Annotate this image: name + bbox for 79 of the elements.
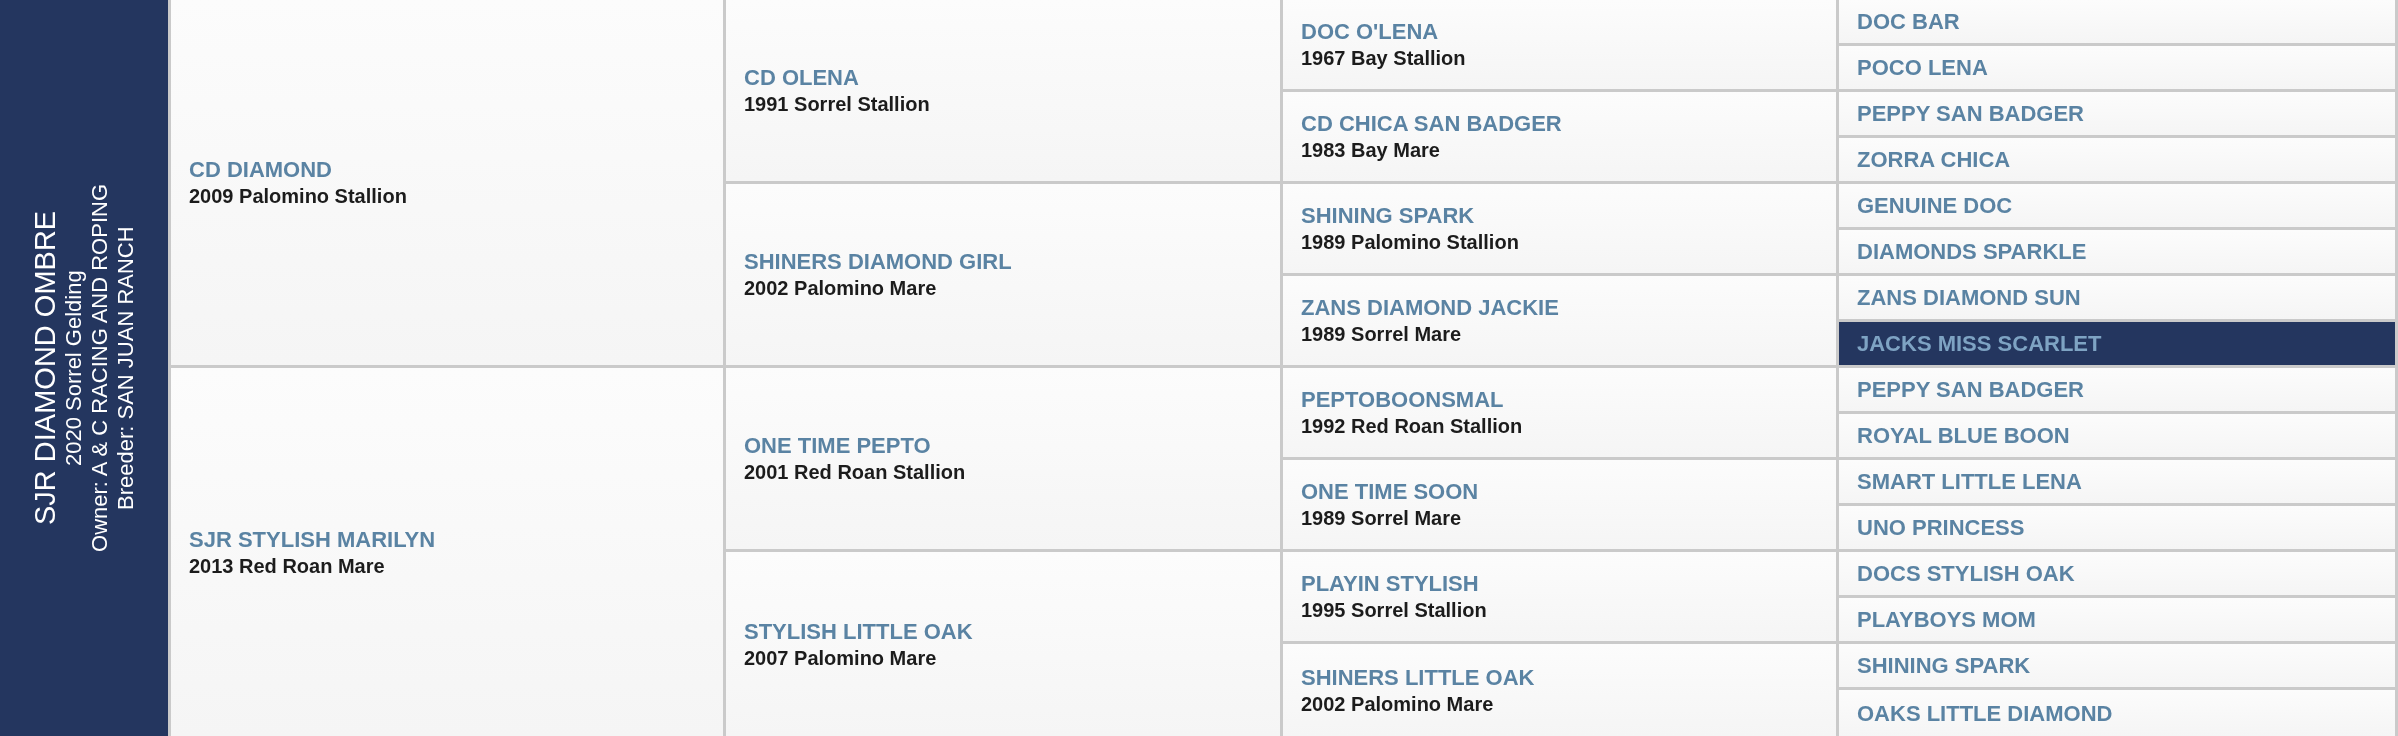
pedigree-cell	[1283, 92, 1839, 184]
horse-details: 2009 Palomino Stallion	[189, 184, 407, 209]
horse-name: SMART LITTLE LENA	[1857, 468, 2082, 495]
horse-details: 2002 Palomino Mare	[744, 276, 937, 301]
horse-details: 1983 Bay Mare	[1301, 138, 1440, 163]
pedigree-cell	[1283, 0, 1839, 92]
pedigree-cell	[1283, 460, 1839, 552]
horse-name: DOC O'LENA	[1301, 18, 1439, 45]
pedigree-cell	[1283, 184, 1839, 276]
pedigree-cell	[1839, 598, 2398, 644]
pedigree-cell	[1839, 138, 2398, 184]
pedigree-cell	[1839, 276, 2398, 322]
horse-details: 1991 Sorrel Stallion	[744, 92, 930, 117]
horse-details: 2013 Red Roan Mare	[189, 553, 385, 579]
horse-name: SJR STYLISH MARILYN	[189, 525, 436, 553]
breeder-line: Breeder: SAN JUAN RANCH	[113, 226, 139, 510]
horse-name: SJR DIAMOND OMBRE	[29, 210, 61, 526]
pedigree-cell	[1839, 690, 2398, 736]
horse-name: UNO PRINCESS	[1857, 514, 2025, 541]
pedigree-cell	[726, 552, 1283, 736]
horse-name: DOCS STYLISH OAK	[1857, 560, 2075, 587]
horse-name: ROYAL BLUE BOON	[1857, 422, 2070, 449]
pedigree-cell	[1839, 92, 2398, 138]
highlighted-pedigree-cell	[1839, 322, 2398, 368]
subject-panel	[0, 0, 171, 736]
horse-name: CD DIAMOND	[189, 156, 332, 183]
pedigree-cell	[1283, 552, 1839, 644]
pedigree-cell	[1283, 276, 1839, 368]
pedigree-cell	[171, 368, 726, 736]
horse-name: OAKS LITTLE DIAMOND	[1857, 699, 2113, 727]
horse-details: 1967 Bay Stallion	[1301, 46, 1466, 71]
pedigree-cell	[726, 0, 1283, 184]
horse-name: STYLISH LITTLE OAK	[744, 617, 973, 645]
horse-details: 1989 Sorrel Mare	[1301, 322, 1462, 347]
horse-name: ZANS DIAMOND SUN	[1857, 284, 2081, 311]
pedigree-cell	[1283, 644, 1839, 736]
owner-line: Owner: A & C RACING AND ROPING	[87, 184, 113, 552]
pedigree-cell	[1839, 506, 2398, 552]
horse-name: SHINERS LITTLE OAK	[1301, 663, 1535, 691]
horse-details: 2007 Palomino Mare	[744, 645, 937, 671]
pedigree-cell	[1839, 184, 2398, 230]
horse-details: 1992 Red Roan Stallion	[1301, 414, 1523, 439]
horse-name: GENUINE DOC	[1857, 192, 2013, 219]
horse-name: ZORRA CHICA	[1857, 146, 2011, 173]
pedigree-cell	[1839, 460, 2398, 506]
horse-details: 2002 Palomino Mare	[1301, 691, 1494, 717]
horse-details: 2020 Sorrel Gelding	[61, 270, 87, 466]
horse-name: ONE TIME SOON	[1301, 478, 1479, 505]
horse-name: PLAYIN STYLISH	[1301, 570, 1479, 597]
horse-name: CD CHICA SAN BADGER	[1301, 110, 1562, 137]
pedigree-cell	[1839, 230, 2398, 276]
horse-name: ONE TIME PEPTO	[744, 432, 931, 459]
pedigree-cell	[726, 184, 1283, 368]
horse-name: SHINING SPARK	[1857, 652, 2031, 679]
horse-name: DOC BAR	[1857, 8, 1960, 35]
pedigree-cell	[1839, 644, 2398, 690]
horse-details: 1989 Sorrel Mare	[1301, 506, 1462, 531]
horse-name: SHINERS DIAMOND GIRL	[744, 248, 1012, 275]
pedigree-cell	[171, 0, 726, 368]
horse-details: 1995 Sorrel Stallion	[1301, 598, 1487, 623]
pedigree-cell	[1839, 368, 2398, 414]
pedigree-cell	[726, 368, 1283, 552]
pedigree-cell	[1839, 0, 2398, 46]
horse-name: CD OLENA	[744, 64, 859, 91]
pedigree-cell	[1283, 368, 1839, 460]
horse-name: DIAMONDS SPARKLE	[1857, 238, 2087, 265]
pedigree-cell	[1839, 414, 2398, 460]
horse-name: PEPPY SAN BADGER	[1857, 376, 2084, 403]
horse-details: 2001 Red Roan Stallion	[744, 460, 966, 485]
horse-name: PLAYBOYS MOM	[1857, 606, 2036, 633]
horse-name: PEPPY SAN BADGER	[1857, 100, 2084, 127]
horse-name: ZANS DIAMOND JACKIE	[1301, 294, 1559, 321]
horse-name: POCO LENA	[1857, 54, 1988, 81]
pedigree-cell	[1839, 552, 2398, 598]
horse-name: SHINING SPARK	[1301, 202, 1475, 229]
horse-name: JACKS MISS SCARLET	[1857, 330, 2102, 357]
horse-details: 1989 Palomino Stallion	[1301, 230, 1519, 255]
horse-name: PEPTOBOONSMAL	[1301, 386, 1504, 413]
pedigree-cell	[1839, 46, 2398, 92]
